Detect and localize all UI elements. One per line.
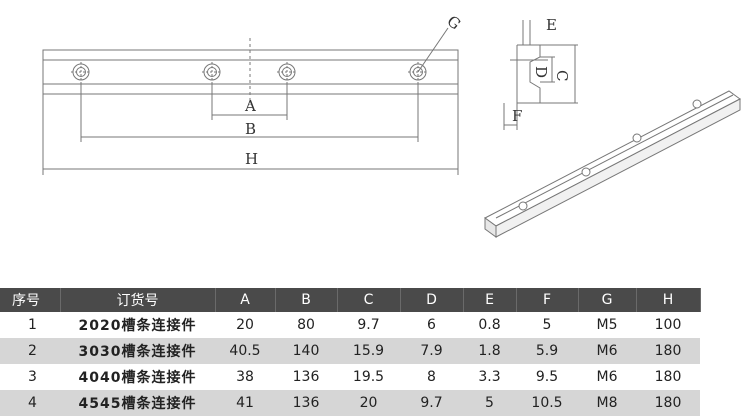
header-g: G [578,288,637,312]
cell-c: 20 [337,390,400,416]
cell-a: 40.5 [215,338,275,364]
dim-label-e-top: E [546,16,557,34]
spec-table: 序号 订货号 A B C D E F G H 1 2020槽条连接件 20 80… [0,288,701,416]
table-row: 2 3030槽条连接件 40.5 140 15.9 7.9 1.8 5.9 M6… [0,338,700,364]
cell-h: 180 [636,338,700,364]
cell-h: 180 [654,369,682,385]
cell-c: 19.5 [352,369,385,385]
cell-d: 8 [427,369,436,385]
cell-e: 5 [463,390,516,416]
cell-f: 5 [542,317,552,333]
cell-index: 3 [28,369,37,385]
table-header-row: 序号 订货号 A B C D E F G H [0,288,701,312]
header-f: F [516,288,579,312]
dim-label-h: H [245,150,258,168]
header-e: E [463,288,517,312]
front-view [42,27,459,175]
dim-label-a: A [244,97,256,115]
cell-a: 38 [236,369,254,385]
cell-order-no: 3030槽条连接件 [60,338,215,364]
cell-b: 136 [292,369,320,385]
cell-g: M8 [578,390,636,416]
cell-a: 20 [236,317,254,333]
cell-order-no: 4545槽条连接件 [60,390,215,416]
cell-order-no: 4040槽条连接件 [78,370,197,386]
cell-h: 180 [636,390,700,416]
cell-b: 140 [275,338,337,364]
header-h: H [636,288,701,312]
cell-f: 9.5 [535,369,559,385]
cell-a: 41 [215,390,275,416]
header-order-no: 订货号 [60,288,216,312]
header-a: A [215,288,276,312]
table-row: 3 4040槽条连接件 38 136 19.5 8 3.3 9.5 M6 180 [0,364,700,390]
table-row: 4 4545槽条连接件 41 136 20 9.7 5 10.5 M8 180 [0,390,700,416]
cell-d: 7.9 [400,338,463,364]
cell-e: 3.3 [478,369,501,385]
cell-c: 9.7 [357,317,380,333]
cell-d: 9.7 [400,390,463,416]
cell-d: 6 [427,317,436,333]
cell-b: 80 [297,317,315,333]
header-d: D [400,288,464,312]
cell-e: 0.8 [478,317,501,333]
isometric-view [484,90,741,238]
cell-index: 2 [0,338,60,364]
header-b: B [275,288,338,312]
cell-g: M6 [596,369,618,385]
cell-f: 5.9 [516,338,578,364]
dim-label-c: C [553,70,571,81]
side-view [503,20,578,130]
table-row: 1 2020槽条连接件 20 80 9.7 6 0.8 5 M5 100 [0,312,700,338]
cell-g: M6 [578,338,636,364]
cell-e: 1.8 [463,338,516,364]
cell-c: 15.9 [337,338,400,364]
cell-g: M5 [596,317,618,333]
cell-b: 136 [275,390,337,416]
cell-index: 1 [28,317,37,333]
dim-label-f: F [512,107,522,125]
dim-label-b: B [245,120,256,138]
technical-drawing: A B H G E C D F [42,12,741,238]
cell-f: 10.5 [516,390,578,416]
cell-h: 100 [654,317,682,333]
cell-order-no: 2020槽条连接件 [78,318,197,334]
dim-label-d: D [532,66,550,78]
header-c: C [337,288,401,312]
hole-1 [71,62,91,82]
hole-3 [277,62,297,82]
cell-index: 4 [0,390,60,416]
hole-2 [202,62,222,82]
header-index: 序号 [0,288,61,312]
